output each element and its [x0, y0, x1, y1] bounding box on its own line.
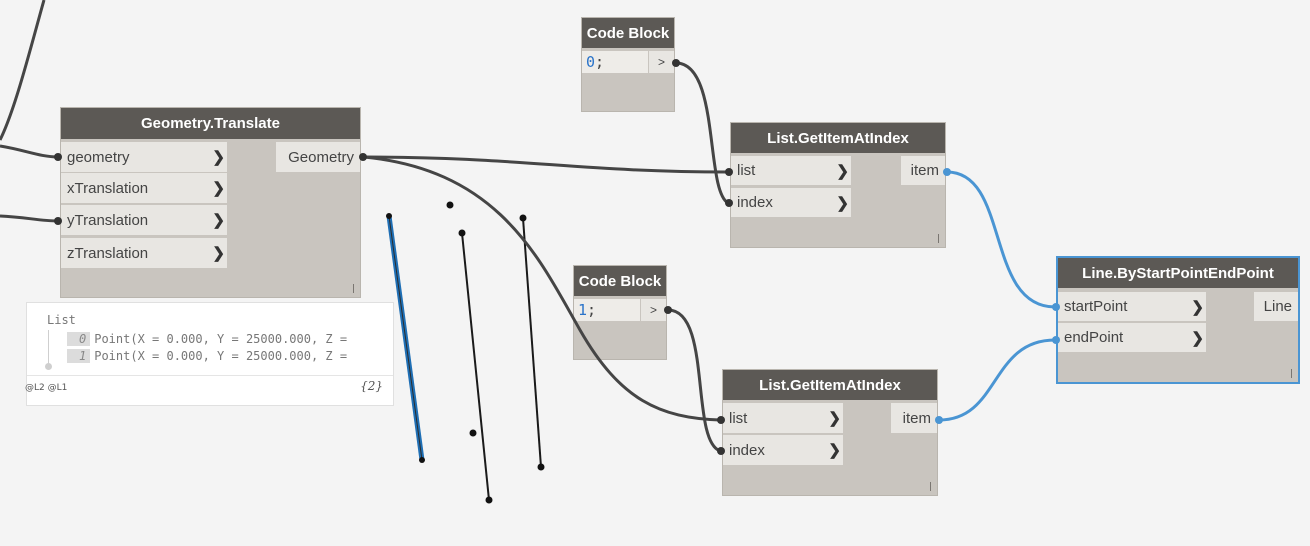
input-port-list[interactable]: list ❯ [723, 403, 843, 433]
chevron-right-icon: ❯ [836, 162, 849, 180]
node-title[interactable]: List.GetItemAtIndex [723, 370, 937, 400]
geometry-line [461, 232, 490, 501]
node-title[interactable]: Code Block [582, 18, 674, 48]
port-label: list [729, 409, 748, 427]
geometry-line [522, 217, 542, 468]
chevron-right-icon: ❯ [828, 442, 841, 459]
port-label: geometry [67, 148, 130, 166]
node-title[interactable]: Line.ByStartPointEndPoint [1058, 258, 1298, 288]
code-semicolon: ; [587, 301, 597, 319]
port-label: Line [1263, 298, 1292, 315]
code-block-node-1[interactable]: Code Block 1; > [574, 266, 666, 359]
node-title[interactable]: List.GetItemAtIndex [731, 123, 945, 153]
port-label: item [910, 162, 939, 179]
preview-separator [27, 375, 393, 376]
chevron-right-icon: ❯ [1191, 298, 1204, 316]
output-port-line[interactable]: Line [1254, 292, 1298, 321]
output-port-item[interactable]: item [901, 156, 945, 185]
code-block-output-port[interactable]: > [641, 299, 666, 321]
lacing-icon[interactable] [353, 284, 354, 293]
geometry-point [386, 213, 392, 219]
output-port-item[interactable]: item [891, 403, 937, 433]
preview-tree-line [48, 330, 49, 365]
port-label: index [737, 194, 773, 211]
list-get-item-at-index-node-1[interactable]: List.GetItemAtIndex list ❯ index ❯ item [723, 370, 937, 495]
chevron-right-icon: ❯ [212, 180, 225, 197]
preview-item-index: 1 [67, 349, 91, 363]
input-port-endpoint[interactable]: endPoint ❯ [1058, 323, 1206, 352]
geometry-point [537, 463, 545, 471]
geometry-point [469, 429, 477, 437]
port-label: endPoint [1064, 329, 1124, 346]
preview-tree-dot [45, 363, 52, 370]
lacing-icon[interactable] [1291, 369, 1292, 378]
code-block-input[interactable]: 0; [582, 51, 648, 73]
code-block-input[interactable]: 1; [574, 299, 640, 321]
chevron-right-icon: ❯ [212, 245, 225, 262]
input-port-xtranslation[interactable]: xTranslation ❯ [61, 173, 227, 203]
input-port-index[interactable]: index ❯ [731, 188, 851, 217]
geometry-translate-node[interactable]: Geometry.Translate geometry ❯ xTranslati… [61, 108, 360, 297]
node-title[interactable]: Code Block [574, 266, 666, 296]
output-port-geometry[interactable]: Geometry [276, 142, 360, 172]
code-semicolon: ; [595, 53, 605, 71]
input-port-list[interactable]: list ❯ [731, 156, 851, 185]
port-label: item [902, 409, 931, 427]
output-chevron-glyph: > [649, 303, 657, 317]
preview-list-levels[interactable]: @L2 @L1 [25, 383, 68, 393]
port-label: list [737, 162, 756, 179]
lacing-icon[interactable] [938, 234, 939, 243]
chevron-right-icon: ❯ [212, 149, 225, 166]
geometry-point [446, 201, 454, 209]
node-title[interactable]: Geometry.Translate [61, 108, 360, 139]
input-port-startpoint[interactable]: startPoint ❯ [1058, 292, 1206, 321]
preview-item-count: {2} [360, 379, 383, 393]
preview-item-value: Point(X = 0.000, Y = 25000.000, Z = [94, 349, 348, 363]
lacing-icon[interactable] [930, 482, 931, 491]
port-label: index [729, 441, 765, 459]
port-label: zTranslation [67, 244, 149, 262]
geometry-point [458, 229, 466, 237]
code-block-output-port[interactable]: > [649, 51, 674, 73]
geometry-point [485, 496, 493, 504]
port-label: xTranslation [67, 179, 149, 197]
port-label: Geometry [288, 148, 354, 166]
preview-item-value: Point(X = 0.000, Y = 25000.000, Z = [94, 332, 348, 346]
chevron-right-icon: ❯ [212, 212, 225, 229]
line-by-start-point-end-point-node[interactable]: Line.ByStartPointEndPoint startPoint ❯ e… [1058, 258, 1298, 382]
chevron-right-icon: ❯ [836, 194, 849, 212]
geometry-point [519, 214, 527, 222]
input-port-ztranslation[interactable]: zTranslation ❯ [61, 238, 227, 268]
code-block-node-0[interactable]: Code Block 0; > [582, 18, 674, 111]
preview-item-index: 0 [67, 332, 91, 346]
input-port-index[interactable]: index ❯ [723, 435, 843, 465]
code-number: 1 [578, 301, 588, 319]
code-number: 0 [586, 53, 596, 71]
list-get-item-at-index-node-0[interactable]: List.GetItemAtIndex list ❯ index ❯ item [731, 123, 945, 247]
geometry-point [419, 457, 425, 463]
input-port-geometry[interactable]: geometry ❯ [61, 142, 227, 172]
input-port-ytranslation[interactable]: yTranslation ❯ [61, 205, 227, 235]
chevron-right-icon: ❯ [1191, 329, 1204, 347]
preview-list-label: List [47, 313, 76, 327]
output-chevron-glyph: > [657, 55, 665, 69]
port-label: yTranslation [67, 211, 149, 229]
chevron-right-icon: ❯ [828, 410, 841, 427]
port-label: startPoint [1064, 298, 1128, 315]
